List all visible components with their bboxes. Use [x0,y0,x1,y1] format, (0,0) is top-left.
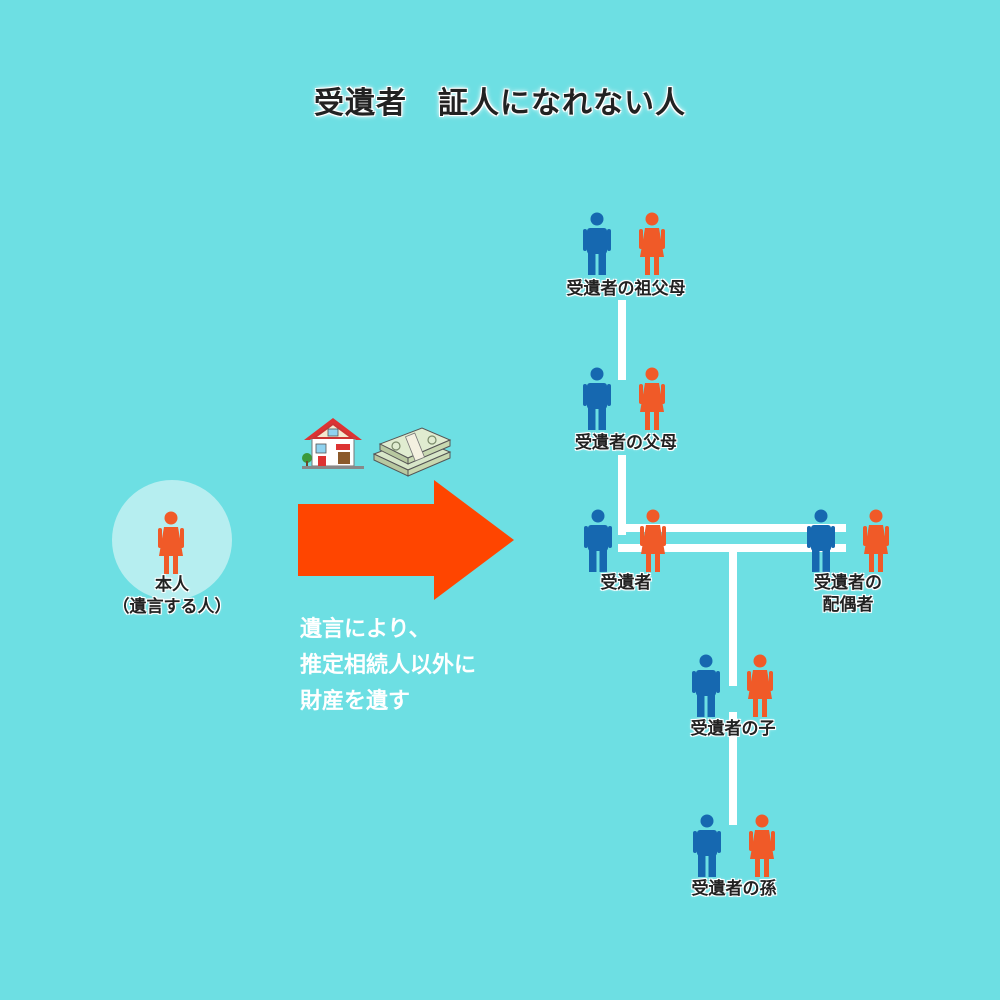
father-male-person-icon [583,367,611,430]
grandmother-female-person-icon [639,212,665,275]
caption: 遺言により、 推定相続人以外に 財産を遺す [300,612,476,720]
connector-parents-legatee [618,455,626,535]
connector-child-grandchild [729,712,737,825]
grandchild-label: 受遺者の孫 [691,879,777,899]
connector-grandparents-parents [618,300,626,380]
legatee-label: 受遺者 [600,573,652,593]
connector-marriage-top [618,524,846,532]
spouse-label-line1: 受遺者の [814,573,882,593]
mother-female-person-icon [639,367,665,430]
child-male-person-icon [692,654,720,717]
child-label: 受遺者の子 [690,719,776,739]
grandparents-label: 受遺者の祖父母 [566,279,686,299]
spouse-female-person-icon [863,509,889,572]
testator-label-line1: 本人 [155,575,189,595]
connector-to-child [729,548,737,686]
testator-female-person-icon [158,511,184,574]
arrow-icon [298,480,514,600]
child-female-person-icon [747,654,773,717]
grandfather-male-person-icon [583,212,611,275]
caption-line-3: 財産を遺す [300,689,411,714]
parents-label: 受遺者の父母 [575,433,677,453]
spouse-label-line2: 配偶者 [822,595,874,615]
house-icon [302,418,364,469]
legatee-female-person-icon [640,509,666,572]
money-bundle-icon [372,427,452,477]
caption-line-1: 遺言により、 [300,617,431,642]
spouse-male-person-icon [807,509,835,572]
legatee-male-person-icon [584,509,612,572]
spouse-label: 受遺者の 配偶者 [748,572,948,616]
testator-label-line2: （遺言する人） [112,597,232,617]
testator-label: 本人 （遺言する人） [112,574,232,618]
grandchild-male-person-icon [693,814,721,877]
caption-line-2: 推定相続人以外に [300,653,477,678]
grandchild-female-person-icon [749,814,775,877]
page-title: 受遺者 証人になれない人 [314,86,686,121]
